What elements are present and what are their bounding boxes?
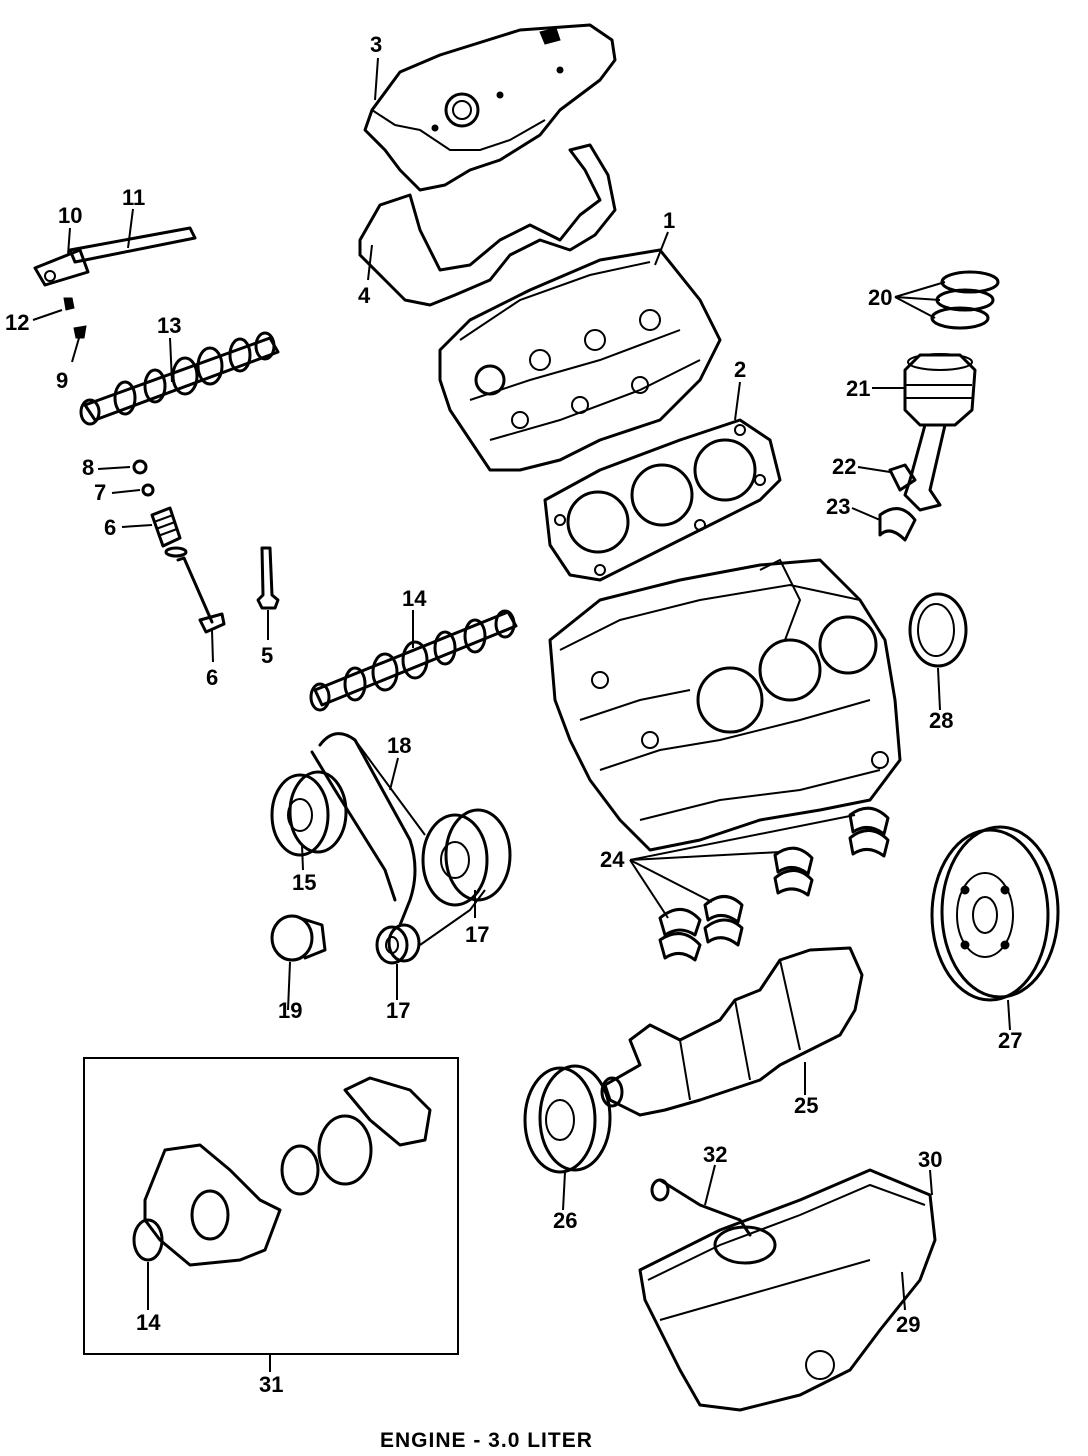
callout-27: 26: [553, 1208, 577, 1233]
head-gasket: [543, 418, 782, 582]
callout-6: 6: [206, 665, 218, 690]
callout-17-crank: 17: [386, 998, 410, 1023]
callout-28: 27: [998, 1028, 1022, 1053]
callout-14-lower: 14: [402, 586, 427, 611]
callout-14-upper: 13: [157, 313, 181, 338]
callout-19: 19: [278, 998, 302, 1023]
callout-25: 25: [794, 1093, 818, 1118]
valve: [176, 556, 226, 634]
oil-pump-assembly-box: [83, 1057, 459, 1355]
camshaft-upper: [79, 331, 280, 426]
callout-13: 12: [5, 310, 29, 335]
cylinder-head: [438, 248, 722, 472]
callout-4: 4: [358, 283, 371, 308]
callout-3: 3: [370, 32, 382, 57]
callout-23: 23: [826, 494, 850, 519]
belt-tensioner: [270, 914, 327, 962]
flywheel: [930, 825, 1060, 1002]
callout-5: 5: [261, 643, 273, 668]
piston-and-rod: [878, 353, 977, 542]
callout-17-left: 15: [292, 870, 316, 895]
camshaft-lower: [309, 609, 518, 712]
crank-pulley: [523, 1064, 612, 1174]
callout-2: 2: [734, 357, 746, 382]
callout-10: 9: [56, 368, 68, 393]
crank-sprocket: [375, 923, 421, 965]
callout-26: 28: [929, 708, 953, 733]
oil-pan: [638, 1168, 937, 1412]
callout-12: 11: [122, 185, 145, 210]
callout-21: 21: [846, 376, 870, 401]
callout-9: 8: [82, 455, 94, 480]
rear-main-seal: [908, 592, 968, 668]
valve-guide: [256, 546, 280, 610]
main-bearings: [658, 806, 890, 962]
callout-18: 18: [387, 733, 411, 758]
piston-rings: [930, 270, 1000, 330]
oil-pickup-tube: [650, 1178, 777, 1265]
callout-29: 29: [896, 1312, 920, 1337]
diagram-caption: ENGINE - 3.0 LITER: [380, 1429, 593, 1452]
callout-30: 30: [918, 1147, 942, 1172]
rocker-shaft: [33, 226, 197, 287]
crankshaft: [600, 946, 864, 1117]
callout-20: 20: [868, 285, 892, 310]
callout-24: 24: [600, 847, 625, 872]
valve-keepers: [132, 459, 155, 497]
engine-block: [548, 558, 902, 852]
callout-11: 10: [58, 203, 82, 228]
callout-17-right: 17: [465, 922, 489, 947]
small-clip-parts: [63, 297, 87, 339]
callout-31: 31: [259, 1372, 283, 1397]
valve-cover-gasket: [358, 143, 617, 307]
callout-15: 14: [136, 1310, 161, 1335]
cam-sprocket-left: [270, 770, 348, 857]
callout-7: 7: [94, 480, 106, 505]
callout-32: 32: [703, 1142, 727, 1167]
callout-labels: 3 4 1 2 10 11 12 9 13 8 7 6 6 5 14 18 15…: [5, 32, 1022, 1397]
callout-8: 6: [104, 515, 116, 540]
callout-1: 1: [663, 208, 675, 233]
leader-lines: [32, 57, 1011, 1372]
cam-sprocket-right: [421, 808, 512, 907]
valve-spring: [150, 506, 188, 558]
callout-22: 22: [832, 454, 856, 479]
valve-cover: [363, 23, 617, 192]
